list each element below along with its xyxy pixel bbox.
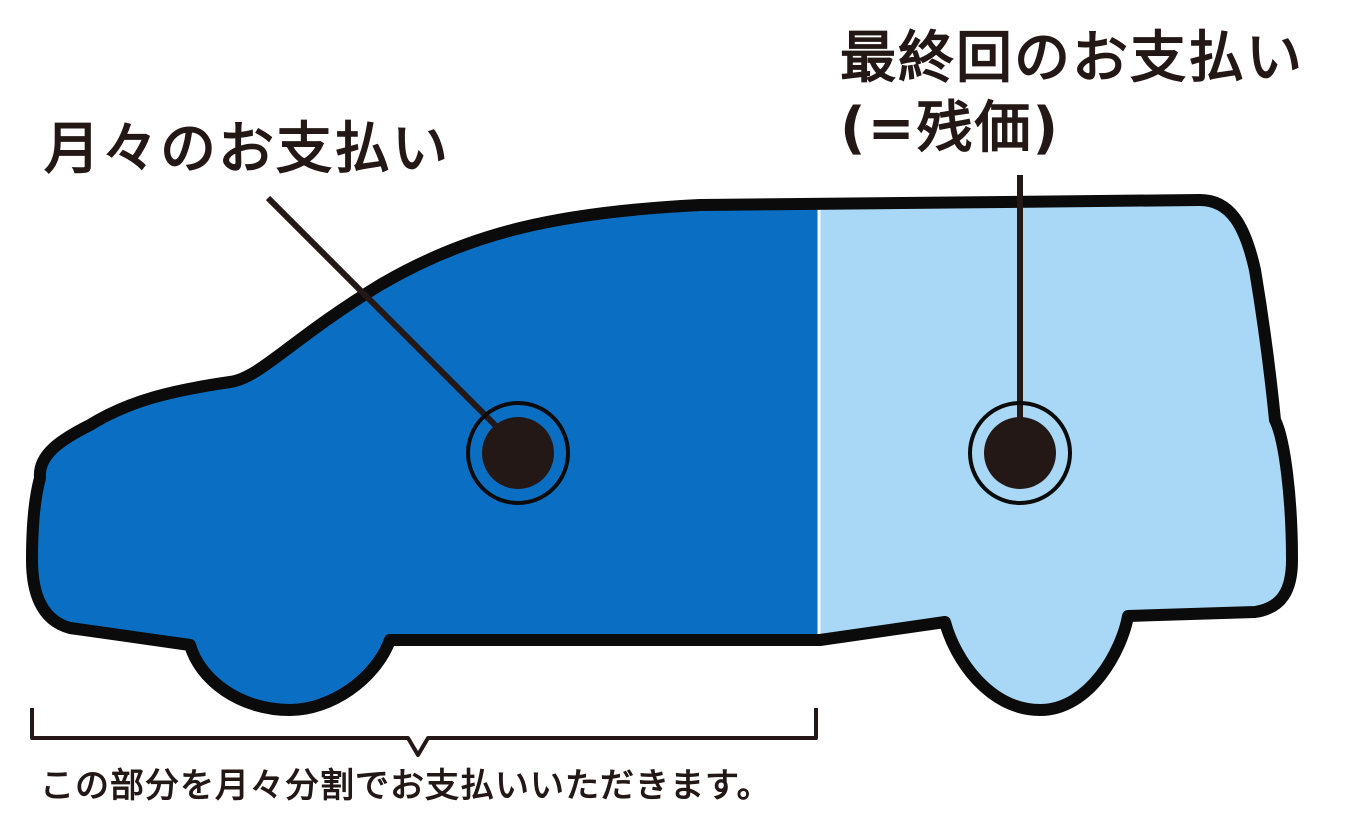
monthly-bracket xyxy=(30,708,818,757)
final-payment-label: 最終回のお支払い (=残価) xyxy=(840,24,1304,164)
monthly-leader-line xyxy=(265,195,501,431)
bracket-note: この部分を月々分割でお支払いいただきます。 xyxy=(40,766,772,806)
car-outline xyxy=(26,194,1298,716)
monthly-payment-region xyxy=(32,200,818,710)
monthly-marker xyxy=(466,401,570,505)
final-payment-label-line2: (=残価) xyxy=(840,96,1061,161)
final-payment-region xyxy=(818,200,1292,710)
final-payment-label-line1: 最終回のお支払い xyxy=(840,26,1304,91)
final-marker xyxy=(968,401,1072,505)
monthly-payment-label: 月々のお支払い xyxy=(44,117,450,182)
